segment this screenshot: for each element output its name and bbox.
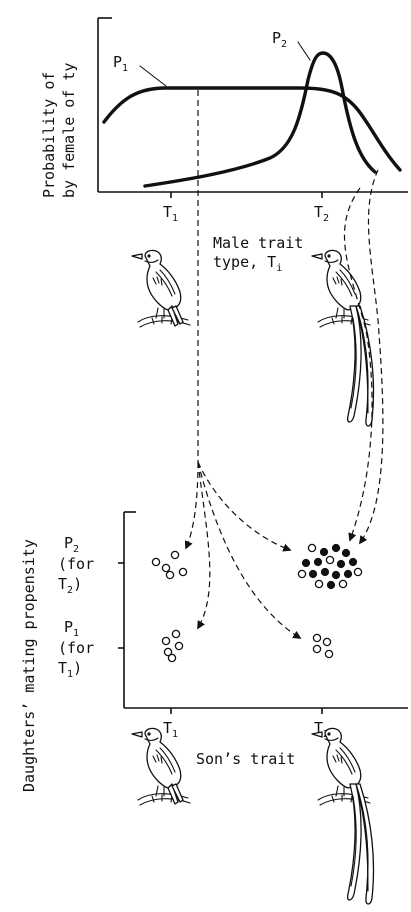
bottom-ylabel: Daughters’ mating propensity — [20, 539, 38, 792]
curve-label-p1-leader — [140, 66, 166, 86]
top-tick-label-t1: T1 — [163, 203, 178, 224]
curve-p1 — [104, 88, 400, 170]
bottom-tick-label-t1: T1 — [163, 719, 178, 740]
top-ylabel-line2: by female of ty — [60, 63, 78, 198]
bottom-xlabel: Son’s trait — [196, 750, 295, 768]
cluster-p2-t2 — [298, 544, 361, 588]
top-xlabel-line2: type, Ti — [213, 253, 282, 274]
top-tick-label-t2: T2 — [314, 203, 329, 224]
svg-text:P2: P2 — [64, 534, 79, 555]
bird-long-tail-bottom — [312, 728, 374, 904]
cluster-p2-t1 — [152, 551, 186, 578]
top-xlabel-line1: Male trait — [213, 234, 303, 252]
cluster-p1-t2 — [313, 634, 332, 657]
svg-text:(for: (for — [58, 639, 94, 657]
cluster-p1-t1 — [162, 630, 182, 661]
svg-text:T1): T1) — [58, 659, 82, 680]
arrow-to-p2-t2-open — [198, 462, 290, 550]
curve-label-p2: P2 — [272, 29, 287, 50]
bird-long-tail-top — [312, 250, 374, 426]
curve-p2 — [145, 53, 375, 186]
svg-text:(for: (for — [58, 555, 94, 573]
row-label-p2: P2 (for T2) — [58, 534, 94, 596]
svg-text:P1: P1 — [64, 618, 79, 639]
top-ylabel-line1: Probability of — [40, 72, 58, 198]
top-chart: Probability of by female of ty P1 P2 T1 … — [40, 18, 408, 274]
row-label-p1: P1 (for T1) — [58, 618, 94, 680]
curve-label-p1: P1 — [113, 53, 128, 74]
bird-short-tail-bottom — [132, 728, 190, 805]
bird-short-tail-top — [132, 250, 190, 327]
svg-text:T2): T2) — [58, 575, 82, 596]
arrow-to-p1-t1 — [198, 462, 210, 628]
curve-label-p2-leader — [298, 42, 310, 60]
arrow-to-p2-t1 — [186, 462, 198, 548]
